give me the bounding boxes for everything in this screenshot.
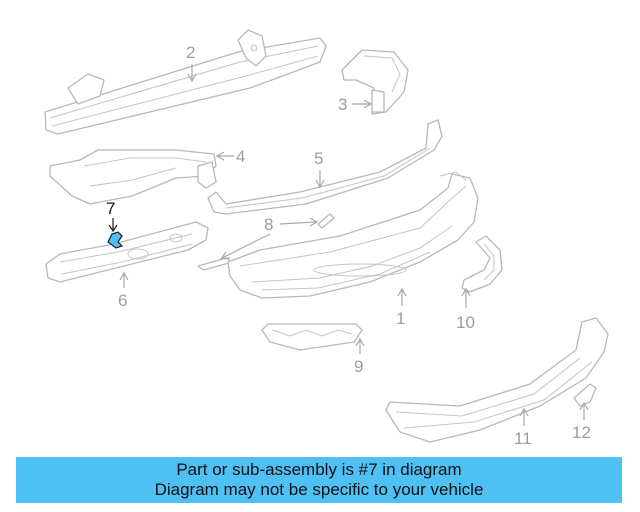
callout-2: 2 [186,43,195,62]
callout-6: 6 [118,291,127,310]
part-4-side-bracket[interactable] [49,149,217,205]
part-10-extension[interactable] [461,235,503,293]
callout-8: 8 [264,215,273,234]
banner-line-1: Part or sub-assembly is #7 in diagram [176,460,462,479]
part-3-bracket[interactable] [341,49,409,115]
callout-11: 11 [514,429,532,448]
part-5-upper-strip[interactable] [207,119,443,215]
parts-diagram: 2 3 4 5 6 7 8 [44,29,609,448]
callout-7: 7 [106,199,115,218]
callout-4: 4 [236,147,245,166]
callout-1: 1 [396,309,405,328]
part-9-step-pad[interactable] [261,323,363,351]
part-6-absorber[interactable] [45,221,209,283]
part-2-impact-bar[interactable] [44,29,327,135]
part-11-valance[interactable] [385,317,609,443]
part-7-clip[interactable] [107,231,124,249]
callout-10: 10 [456,313,475,332]
part-1-fascia[interactable] [227,171,479,299]
info-banner: Part or sub-assembly is #7 in diagram Di… [16,457,622,503]
callout-5: 5 [314,149,323,168]
callout-9: 9 [354,357,363,376]
banner-line-2: Diagram may not be specific to your vehi… [154,480,484,499]
callout-3: 3 [338,95,347,114]
callout-12: 12 [572,423,591,442]
part-12-clip[interactable] [573,383,597,407]
